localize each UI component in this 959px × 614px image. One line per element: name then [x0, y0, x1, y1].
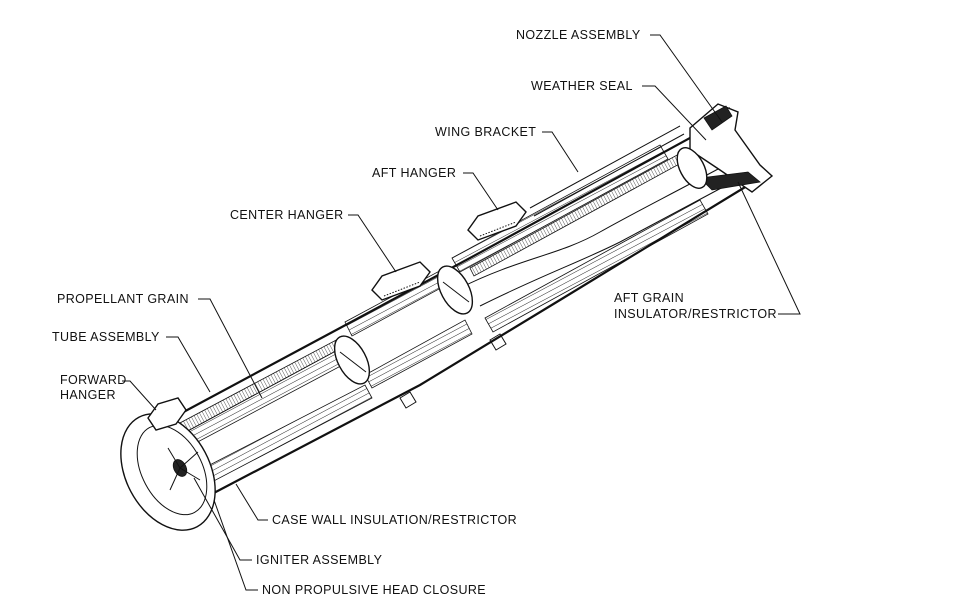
leader-center-hanger: [348, 214, 397, 273]
label-tube-assembly: TUBE ASSEMBLY: [52, 330, 160, 344]
label-weather-seal: WEATHER SEAL: [531, 79, 633, 93]
nozzle-insert: [703, 105, 733, 131]
leader-case-wall: [235, 483, 268, 521]
wing-bracket-strip: [529, 125, 685, 217]
label-propellant-grain: PROPELLANT GRAIN: [57, 292, 189, 306]
forward-hanger-shape: [147, 397, 187, 431]
motor-body: [120, 103, 774, 531]
leader-weather-seal: [642, 85, 707, 141]
joint-disc-forward: [333, 335, 371, 385]
leader-aft-hanger: [463, 172, 499, 211]
aft-hanger-shape: [467, 201, 527, 241]
leader-aft-grain: [737, 181, 801, 315]
label-aft-hanger: AFT HANGER: [372, 166, 456, 180]
leader-igniter-assembly: [193, 477, 252, 561]
aft-hanger-teeth: [479, 221, 517, 237]
nozzle-throat-lower: [699, 171, 761, 191]
bottom-lug-center: [399, 391, 417, 409]
center-hanger-teeth: [383, 281, 421, 297]
nozzle-exit-cone: [676, 147, 708, 189]
label-head-closure: NON PROPULSIVE HEAD CLOSURE: [262, 583, 486, 597]
label-igniter-assembly: IGNITER ASSEMBLY: [256, 553, 383, 567]
aft-grain-core-taper-lower: [479, 185, 726, 307]
label-center-hanger: CENTER HANGER: [230, 208, 344, 222]
leader-wing-bracket: [542, 131, 579, 173]
leader-tube-assembly: [166, 336, 211, 393]
aft-grain-upper: [451, 144, 669, 273]
leader-lines: [122, 34, 801, 591]
center-grain-lower: [364, 319, 473, 389]
aft-grain-core-taper: [459, 167, 721, 289]
label-forward-hanger-line2: HANGER: [60, 388, 116, 402]
leader-propellant-grain: [198, 298, 263, 399]
joint-fin-center: [442, 281, 470, 303]
leader-forward-hanger: [122, 380, 157, 411]
leader-head-closure: [213, 499, 258, 591]
label-nozzle-assembly: NOZZLE ASSEMBLY: [516, 28, 641, 42]
label-wing-bracket: WING BRACKET: [435, 125, 536, 139]
label-aft-grain-line1: AFT GRAIN: [614, 291, 684, 305]
joint-disc-center: [436, 265, 474, 315]
label-aft-grain-line2: INSULATOR/RESTRICTOR: [614, 307, 777, 321]
head-closure-inner-ring: [136, 424, 208, 516]
aft-grain-lower: [484, 199, 709, 333]
igniter-spokes: [167, 447, 201, 491]
joint-fin-forward: [339, 351, 367, 373]
label-case-wall: CASE WALL INSULATION/RESTRICTOR: [272, 513, 517, 527]
bottom-lug-aft: [489, 333, 507, 351]
forward-grain-upper: [183, 345, 353, 446]
leader-nozzle-assembly: [650, 34, 723, 123]
center-hanger-shape: [371, 261, 431, 301]
label-forward-hanger-line1: FORWARD: [60, 373, 127, 387]
head-closure-end-cap: [120, 413, 216, 531]
labels: NOZZLE ASSEMBLY WEATHER SEAL WING BRACKE…: [52, 28, 777, 597]
